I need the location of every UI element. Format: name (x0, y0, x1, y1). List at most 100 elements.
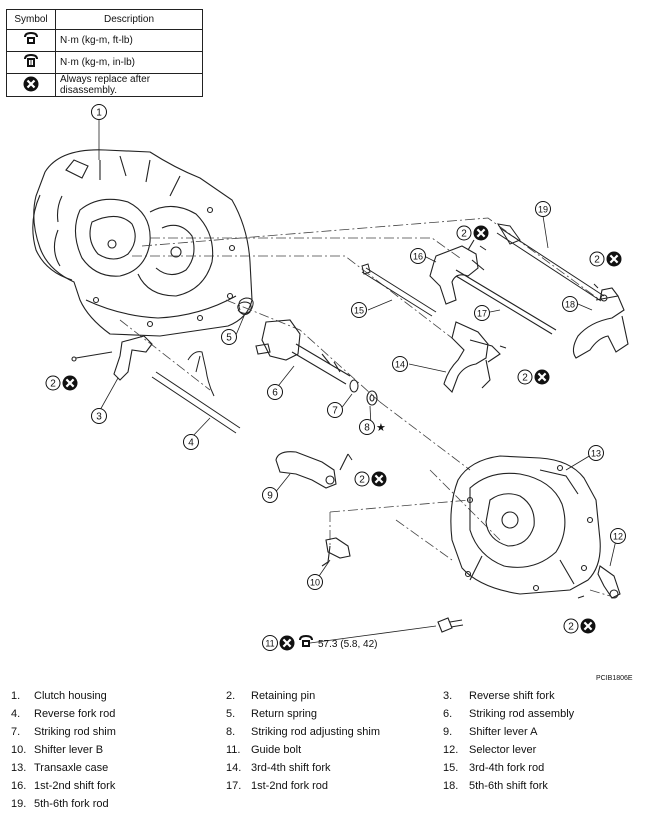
callout-1: 1 (96, 108, 102, 119)
part-name: 1st-2nd fork rod (251, 780, 329, 792)
legend-symbol-cell (6, 51, 56, 74)
parts-row: 19. 5th-6th fork rod (0, 798, 652, 816)
parts-row: 7. Striking rod shim 8. Striking rod adj… (0, 726, 652, 744)
parts-row: 13. Transaxle case 14. 3rd-4th shift for… (0, 762, 652, 780)
parts-row: 16. 1st-2nd shift fork 17. 1st-2nd fork … (0, 780, 652, 798)
legend-row: N·m (kg-m, ft-lb) (6, 29, 203, 52)
legend-header-description: Description (55, 9, 203, 30)
parts-row: 10. Shifter lever B 11. Guide bolt 12. S… (0, 744, 652, 762)
part-number: 11. (226, 744, 241, 756)
shifter-lever-a-drawing (275, 451, 349, 489)
part-name: Striking rod shim (34, 726, 116, 738)
part-name: Shifter lever B (34, 744, 104, 756)
part-name: 1st-2nd shift fork (34, 780, 116, 792)
part-number: 14. (226, 762, 242, 774)
callout-2: 2 (522, 373, 528, 384)
part-number: 10. (11, 744, 27, 756)
callout-11: 11 (265, 639, 274, 649)
part-name: Reverse shift fork (469, 690, 555, 702)
striking-rod-assembly-drawing (255, 319, 378, 406)
part-number: 12. (443, 744, 459, 756)
callout-6: 6 (272, 388, 278, 399)
callout-13: 13 (591, 449, 601, 459)
retaining-pins-drawing (347, 245, 599, 599)
star-mark: ★ (376, 422, 386, 434)
exploded-view-diagram: 1 2 2 2 2 2 2 3 4 5 6 7 8 9 10 11 12 13 … (32, 104, 629, 652)
callout-4: 4 (188, 438, 194, 449)
callout-2: 2 (461, 229, 467, 240)
part-number: 3. (443, 690, 453, 702)
part-name: Guide bolt (251, 744, 302, 756)
part-name: Selector lever (469, 744, 537, 756)
part-name: 5th-6th fork rod (34, 798, 109, 810)
reverse-fork-rod-drawing (151, 351, 241, 434)
legend-description: N·m (kg-m, in-lb) (55, 51, 203, 74)
symbol-legend-table: Symbol Description N·m (kg-m, ft-lb) N·m… (6, 9, 203, 97)
legend-row: N·m (kg-m, in-lb) (6, 51, 203, 74)
callout-2: 2 (594, 255, 600, 266)
transaxle-case-drawing (450, 455, 601, 595)
legend-header-row: Symbol Description (6, 9, 203, 30)
legend-row: Always replace after disassembly. (6, 73, 203, 97)
legend-description: Always replace after disassembly. (55, 73, 203, 97)
part-number: 1. (11, 690, 21, 702)
part-name: Retaining pin (251, 690, 316, 702)
part-number: 18. (443, 780, 459, 792)
part-number: 13. (11, 762, 27, 774)
torque-nm-ft-lb-icon (299, 635, 313, 647)
first-second-shift-fork-drawing (429, 239, 557, 335)
shifter-lever-b-drawing (321, 537, 351, 567)
callout-8: 8 (364, 423, 370, 434)
legend-header-symbol: Symbol (6, 9, 56, 30)
part-name: Reverse fork rod (34, 708, 116, 720)
part-name: 3rd-4th fork rod (469, 762, 545, 774)
part-number: 15. (443, 762, 459, 774)
callout-18: 18 (565, 300, 575, 310)
guide-bolt-drawing (437, 617, 464, 633)
callout-16: 16 (413, 252, 423, 262)
legend-symbol-cell (6, 73, 56, 97)
parts-row: 1. Clutch housing 2. Retaining pin 3. Re… (0, 690, 652, 708)
part-number: 6. (443, 708, 453, 720)
part-name: 5th-6th shift fork (469, 780, 548, 792)
torque-nm-ft-lb-icon (24, 32, 38, 44)
part-name: Clutch housing (34, 690, 107, 702)
part-number: 17. (226, 780, 242, 792)
part-name: Transaxle case (34, 762, 109, 774)
assembly-center-lines (119, 217, 611, 597)
legend-symbol-cell (6, 29, 56, 52)
part-number: 16. (11, 780, 27, 792)
part-name: Striking rod adjusting shim (251, 726, 381, 738)
callout-17: 17 (477, 309, 487, 319)
callout-14: 14 (395, 360, 405, 370)
third-fourth-shift-fork-drawing (443, 321, 501, 393)
part-number: 4. (11, 708, 21, 720)
callout-2: 2 (568, 622, 574, 633)
part-name: Return spring (251, 708, 318, 720)
callout-circles (45, 104, 626, 651)
torque-value: 57.3 (5.8, 42) (318, 639, 377, 650)
part-name: Shifter lever A (469, 726, 538, 738)
callout-12: 12 (613, 532, 623, 542)
selector-lever-drawing (597, 565, 621, 599)
part-number: 8. (226, 726, 236, 738)
reverse-shift-fork-drawing (71, 335, 153, 381)
fifth-sixth-shift-fork-drawing (572, 287, 629, 359)
part-name: 3rd-4th shift fork (251, 762, 331, 774)
part-number: 7. (11, 726, 21, 738)
callout-7: 7 (332, 406, 338, 417)
part-number: 5. (226, 708, 236, 720)
part-number: 2. (226, 690, 236, 702)
figure-code: PCIB1806E (596, 675, 633, 682)
callout-19: 19 (538, 205, 548, 215)
callout-5: 5 (226, 333, 232, 344)
return-spring-drawing (237, 297, 254, 316)
third-fourth-fork-rod-drawing (361, 263, 437, 317)
clutch-housing-drawing (32, 149, 253, 337)
part-number: 19. (11, 798, 27, 810)
legend-description: N·m (kg-m, ft-lb) (55, 29, 203, 52)
callout-9: 9 (267, 491, 273, 502)
torque-nm-in-lb-icon (24, 54, 38, 67)
part-number: 9. (443, 726, 453, 738)
parts-list: 1. Clutch housing 2. Retaining pin 3. Re… (0, 690, 652, 816)
